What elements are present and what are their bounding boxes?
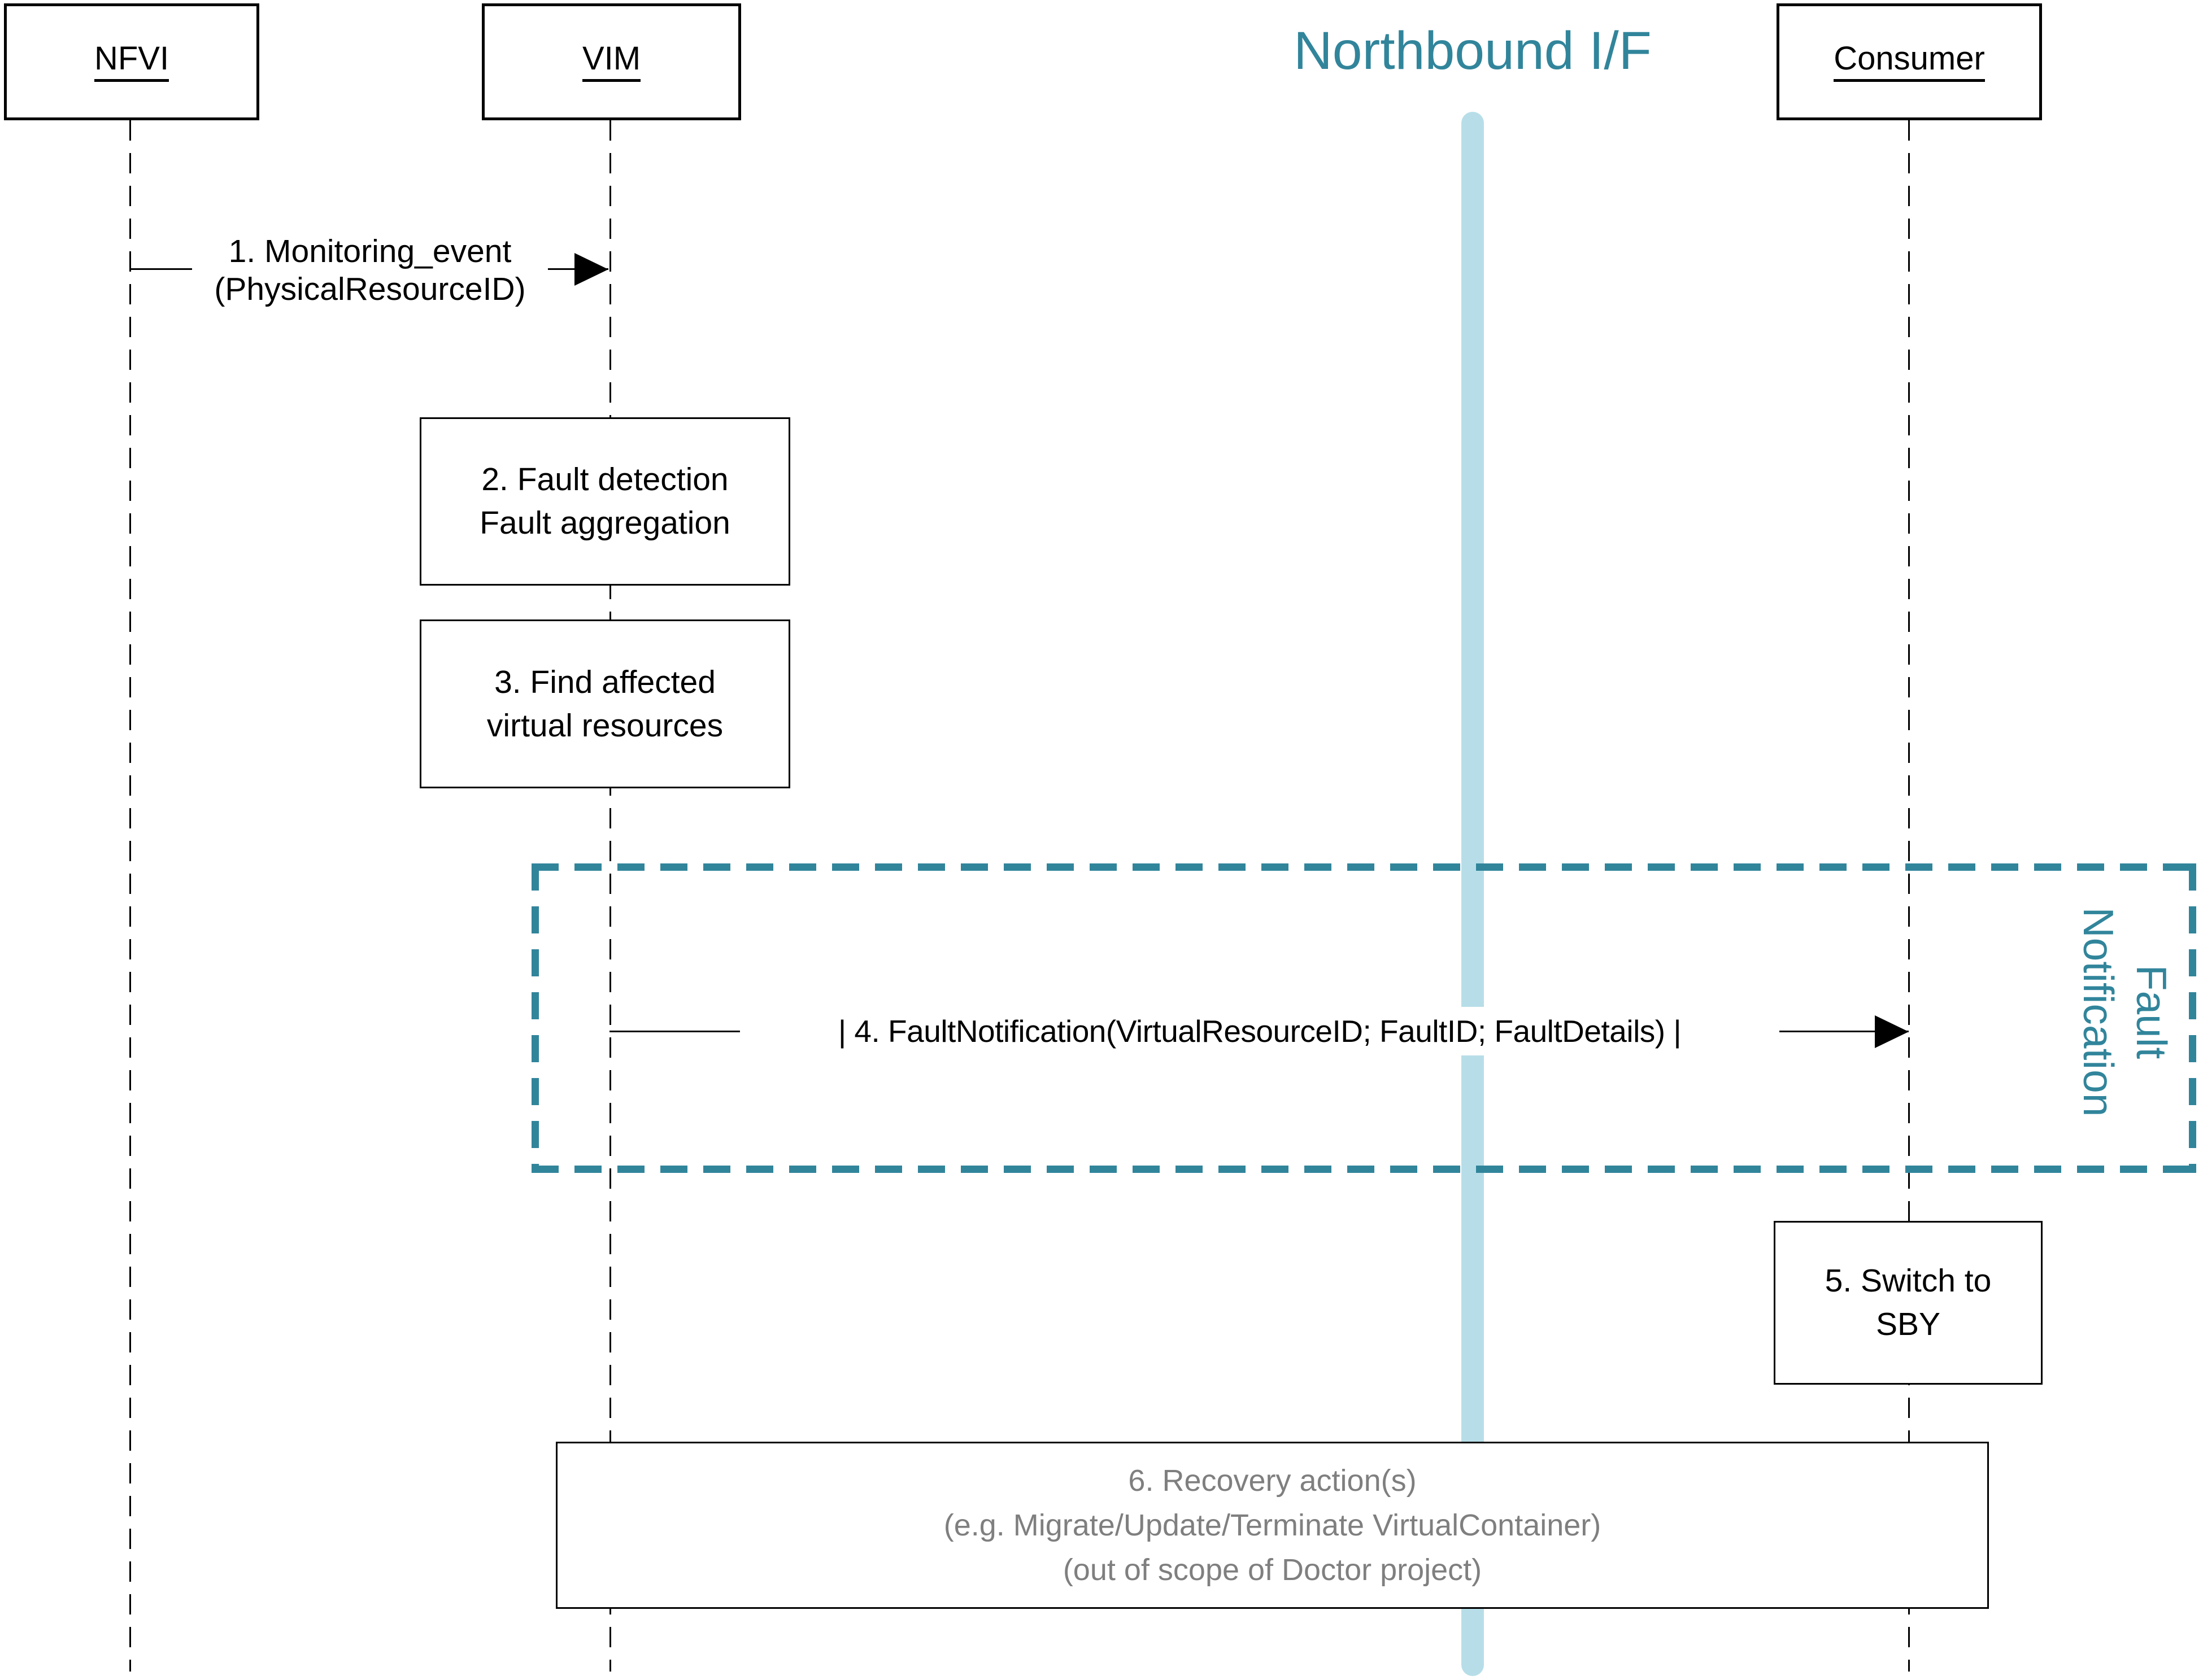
fault-notification-frame-label: Fault Notification [2065, 814, 2178, 1210]
northbound-interface-bar [1461, 112, 1484, 1676]
activity-2-line1: 2. Fault detection [481, 461, 729, 498]
northbound-interface-title: Northbound I/F [1294, 21, 1652, 81]
message-1-label: 1. Monitoring_event (PhysicalResourceID) [192, 230, 548, 311]
message-1-arrowhead-icon [574, 253, 608, 286]
message-1-label-line1: 1. Monitoring_event [228, 233, 512, 269]
fault-notification-frame-right [2189, 863, 2196, 1173]
consumer-lifeline [1908, 120, 1910, 1672]
actor-box-nfvi: NFVI [4, 3, 259, 120]
nfvi-lifeline [129, 120, 131, 1672]
activity-6-line2: (e.g. Migrate/Update/Terminate VirtualCo… [943, 1508, 1601, 1542]
activity-box-6-recovery-actions: 6. Recovery action(s) (e.g. Migrate/Upda… [556, 1442, 1989, 1609]
activity-3-line1: 3. Find affected [494, 664, 716, 700]
fault-notification-frame-top [532, 863, 2196, 871]
actor-box-consumer: Consumer [1777, 3, 2042, 120]
activity-box-3-find-affected: 3. Find affected virtual resources [420, 619, 790, 788]
activity-3-line2: virtual resources [486, 707, 724, 744]
activity-6-line3: (out of scope of Doctor project) [1063, 1552, 1482, 1587]
message-4-arrowhead-icon [1875, 1015, 1909, 1048]
activity-6-line1: 6. Recovery action(s) [1128, 1463, 1417, 1498]
actor-label-consumer: Consumer [1834, 42, 1985, 82]
activity-5-line1: 5. Switch to [1825, 1263, 1992, 1299]
actor-label-vim: VIM [582, 42, 641, 82]
message-1-label-line2: (PhysicalResourceID) [214, 271, 526, 307]
activity-box-5-switch-to-sby: 5. Switch to SBY [1774, 1221, 2043, 1385]
message-4-label: | 4. FaultNotification(VirtualResourceID… [740, 1007, 1779, 1055]
activity-box-2-fault-detection: 2. Fault detection Fault aggregation [420, 417, 790, 586]
actor-box-vim: VIM [482, 3, 741, 120]
frame-label-line2: Notification [2075, 907, 2122, 1117]
fault-notification-frame-left [532, 863, 539, 1173]
activity-5-line2: SBY [1875, 1306, 1941, 1342]
vim-lifeline [609, 120, 611, 1672]
fault-notification-frame-bottom [532, 1166, 2196, 1173]
activity-2-line2: Fault aggregation [480, 505, 730, 541]
actor-label-nfvi: NFVI [94, 42, 169, 82]
frame-label-line1: Fault [2128, 965, 2175, 1059]
